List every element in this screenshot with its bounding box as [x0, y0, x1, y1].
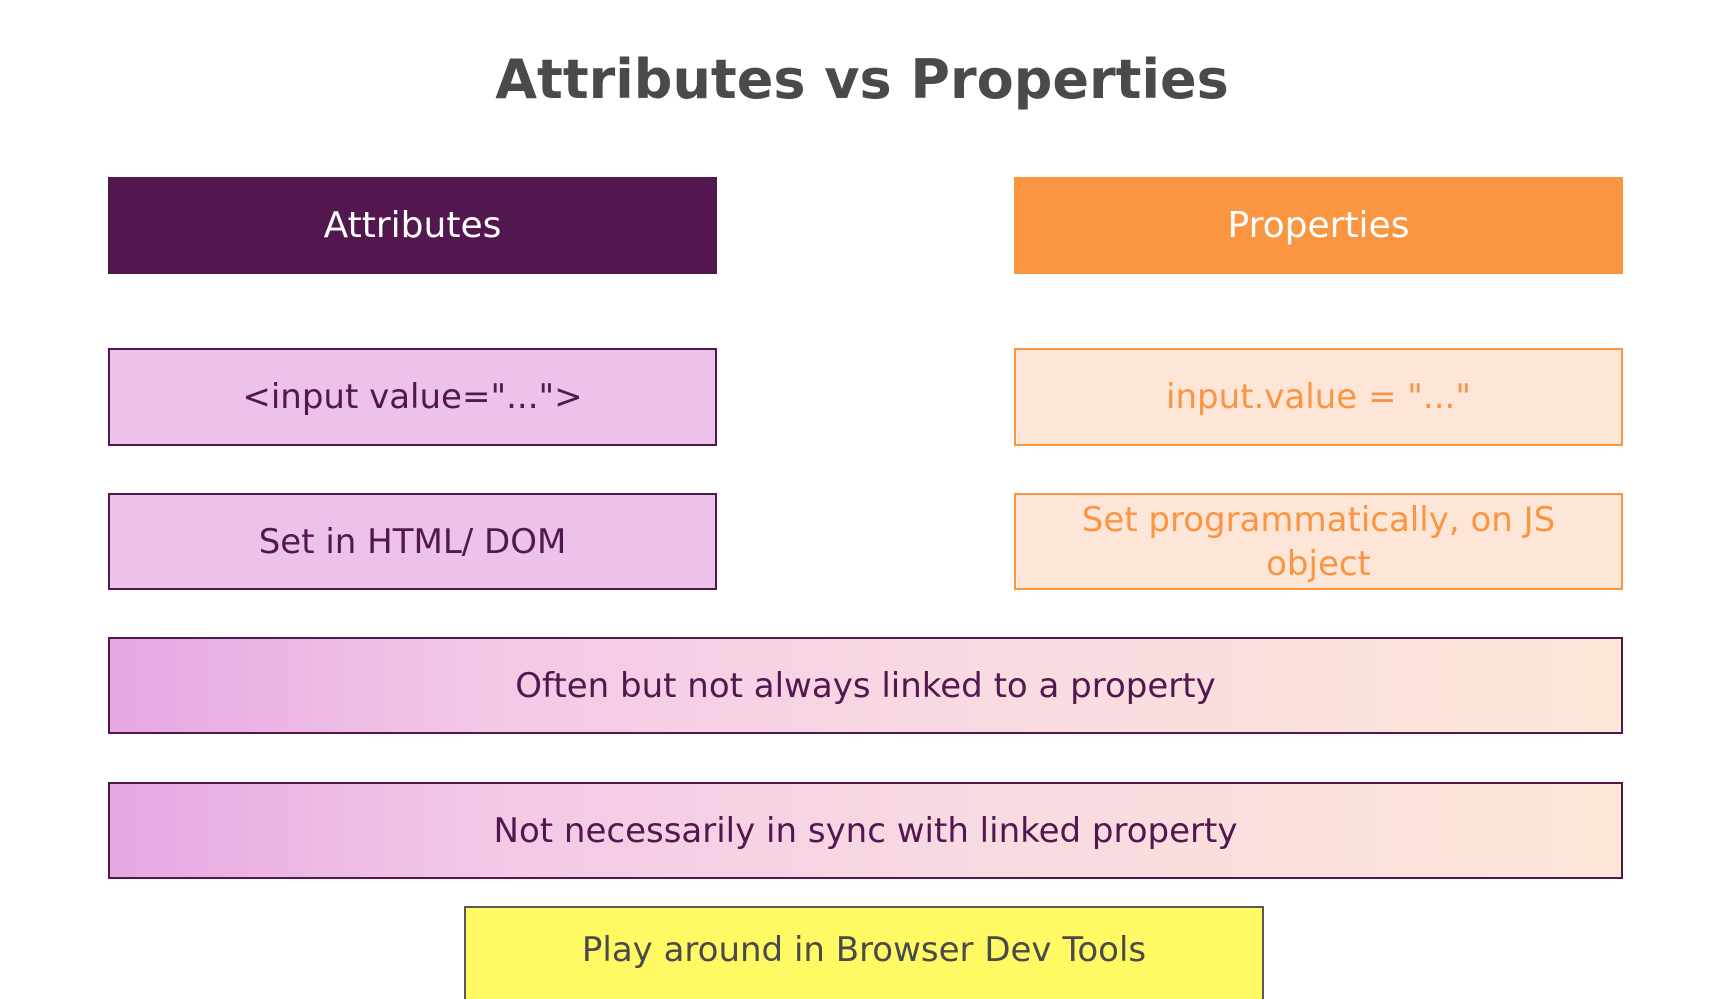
- linked-note-text: Often but not always linked to a propert…: [515, 665, 1216, 706]
- properties-header: Properties: [1014, 177, 1623, 274]
- attributes-where-set-box: Set in HTML/ DOM: [108, 493, 717, 590]
- sync-note-text: Not necessarily in sync with linked prop…: [493, 810, 1238, 851]
- properties-example-text: input.value = "...": [1166, 377, 1471, 417]
- sync-note-box: Not necessarily in sync with linked prop…: [108, 782, 1623, 879]
- attributes-header: Attributes: [108, 177, 717, 274]
- attributes-header-label: Attributes: [323, 204, 502, 246]
- attributes-example-box: <input value="...">: [108, 348, 717, 446]
- properties-header-label: Properties: [1227, 204, 1410, 246]
- properties-where-set-box: Set programmatically, on JS object: [1014, 493, 1623, 590]
- slide-title: Attributes vs Properties: [495, 48, 1229, 111]
- tip-text: Play around in Browser Dev Tools: [581, 929, 1147, 970]
- attributes-where-set-text: Set in HTML/ DOM: [258, 521, 567, 562]
- attributes-example-text: <input value="...">: [242, 377, 583, 417]
- tip-box: Play around in Browser Dev Tools: [464, 906, 1264, 999]
- linked-note-box: Often but not always linked to a propert…: [108, 637, 1623, 734]
- properties-where-set-text: Set programmatically, on JS object: [1081, 499, 1556, 584]
- properties-example-box: input.value = "...": [1014, 348, 1623, 446]
